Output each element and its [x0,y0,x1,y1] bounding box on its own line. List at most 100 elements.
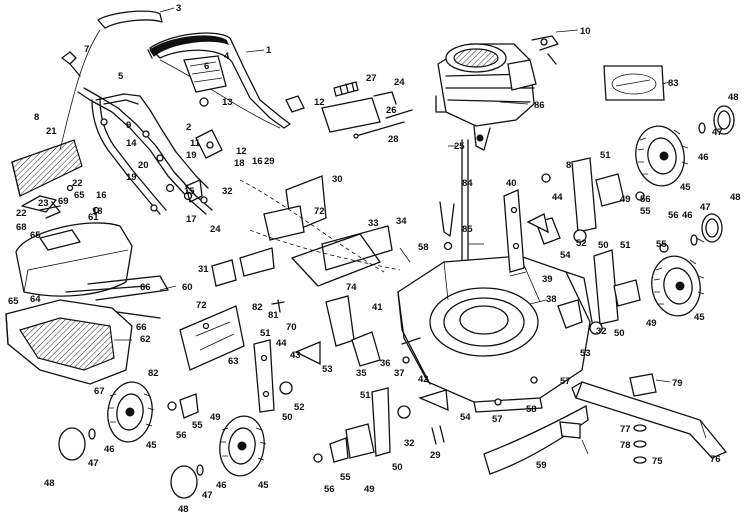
callout-52: 52 [576,238,587,249]
callout-5: 5 [118,71,124,82]
callout-82: 82 [252,302,263,313]
callout-49: 49 [646,318,657,329]
callout-24: 24 [394,77,405,88]
callout-52: 52 [294,402,305,413]
callout-68: 68 [16,222,27,233]
callout-45: 45 [694,312,705,323]
callout-21: 21 [46,126,57,137]
callout-76: 76 [710,454,721,465]
callout-59: 59 [536,460,547,471]
callout-29: 29 [264,156,275,167]
callout-46: 46 [216,480,227,491]
blade [571,373,728,464]
callout-85: 85 [462,224,473,235]
callout-83: 83 [668,78,679,89]
callout-2: 2 [186,122,191,133]
wheel-front-upper [635,125,689,187]
callout-16: 16 [96,190,107,201]
callout-46: 46 [682,210,693,221]
callout-9: 9 [126,120,131,131]
callout-74: 74 [346,282,357,293]
callout-65: 65 [8,296,19,307]
callout-50: 50 [614,328,625,339]
callout-51: 51 [620,240,631,251]
callout-45: 45 [258,480,269,491]
callout-6: 6 [204,61,209,72]
callout-55: 55 [340,472,351,483]
callout-47: 47 [88,458,99,469]
callout-56: 56 [640,194,651,205]
control-lever [195,129,223,159]
wheel-front-lower [651,255,705,317]
callout-37: 37 [394,368,405,379]
callout-72: 72 [314,206,325,217]
callout-18: 18 [234,158,245,169]
handle-panel-cover [183,55,227,93]
small-parts-upper [285,81,413,139]
misc-small-parts [271,173,551,445]
height-adjuster-rear-left [253,339,293,413]
deflector-door [179,259,245,371]
baffle-59 [483,404,589,475]
wheel-rear-right [219,415,267,477]
callout-50: 50 [282,412,293,423]
height-adjuster-front [571,157,641,335]
callout-29: 29 [430,450,441,461]
height-adjuster-rear-right [345,387,411,459]
callout-35: 35 [356,368,367,379]
callout-65: 65 [30,230,41,241]
engine [435,35,559,151]
callout-50: 50 [392,462,403,473]
callout-44: 44 [276,338,287,349]
callout-50: 50 [598,240,609,251]
callout-53: 53 [580,348,591,359]
callout-66: 66 [140,282,151,293]
callout-36: 36 [380,358,391,369]
callout-28: 28 [388,134,399,145]
callout-72: 72 [196,300,207,311]
callout-70: 70 [286,322,297,333]
callout-32: 32 [404,438,415,449]
callout-11: 11 [190,138,201,149]
callout-25: 25 [454,141,465,152]
callout-81: 81 [268,310,279,321]
callout-12: 12 [314,97,325,108]
callout-3: 3 [176,3,181,14]
callout-48: 48 [178,504,189,515]
callout-14: 14 [126,138,137,149]
callout-79: 79 [672,378,683,389]
callout-12: 12 [236,146,247,157]
callout-55: 55 [640,206,651,217]
callout-8: 8 [34,112,39,123]
callout-33: 33 [368,218,379,229]
bag-top [15,222,133,297]
callout-86: 86 [534,100,545,111]
callout-40: 40 [506,178,517,189]
callout-65: 65 [74,190,85,201]
callout-20: 20 [138,160,149,171]
callout-61: 61 [88,212,99,223]
callout-54: 54 [560,250,571,261]
handle-knob-left [61,51,81,77]
callout-4: 4 [224,51,230,62]
callout-46: 46 [104,444,115,455]
callout-44: 44 [552,192,563,203]
callout-55: 55 [192,420,203,431]
callout-62: 62 [140,334,151,345]
callout-1: 1 [266,45,272,56]
callout-42: 42 [418,374,429,385]
callout-75: 75 [652,456,663,467]
callout-49: 49 [210,412,221,423]
callout-67: 67 [94,386,105,397]
callout-49: 49 [364,484,375,495]
callout-82: 82 [148,368,159,379]
callout-19: 19 [126,172,137,183]
callout-51: 51 [260,328,271,339]
callout-45: 45 [146,440,157,451]
callout-48: 48 [728,92,739,103]
decal-83 [603,65,665,101]
wheel-rear-left [107,381,155,443]
callout-47: 47 [202,490,213,501]
callout-labels: 3 1 7 5 4 6 13 27 24 12 26 28 25 10 86 8… [8,3,741,515]
